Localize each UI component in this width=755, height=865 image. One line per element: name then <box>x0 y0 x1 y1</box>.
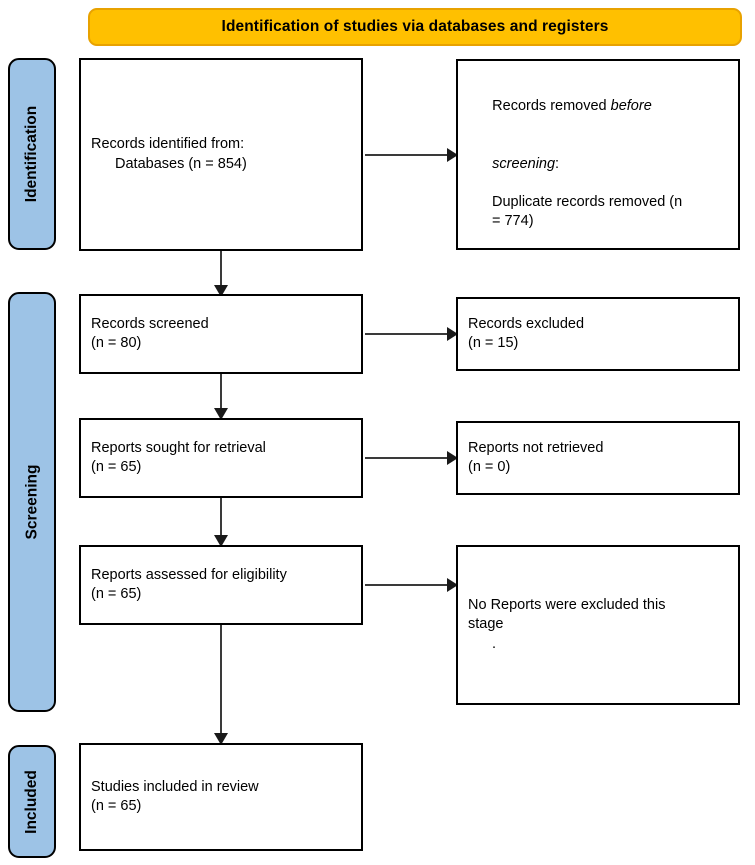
no-reports-excluded-line2: stage <box>468 616 504 633</box>
box-reports-not-retrieved: Reports not retrieved (n = 0) <box>456 421 740 495</box>
reports-not-retrieved-line1: Reports not retrieved <box>468 439 604 456</box>
box-studies-included: Studies included in review (n = 65) <box>79 743 363 851</box>
reports-sought-line2: (n = 65) <box>91 459 142 475</box>
arrow-assessed-to-included <box>206 623 236 745</box>
no-reports-excluded-line3: . <box>492 635 497 652</box>
box-records-excluded: Records excluded (n = 15) <box>456 297 740 371</box>
stage-label-included: Included <box>8 745 56 858</box>
records-removed-line1: Records removed before <box>468 78 728 135</box>
stage-label-identification: Identification <box>8 58 56 250</box>
arrow-identified-to-screened <box>206 249 236 297</box>
reports-sought-line1: Reports sought for retrieval <box>91 439 266 456</box>
arrow-screened-to-sought <box>206 372 236 420</box>
arrow-sought-to-not-retrieved <box>363 443 458 473</box>
box-no-reports-excluded: No Reports were excluded this stage . <box>456 545 740 705</box>
records-removed-line3: Duplicate records removed (n <box>492 193 683 210</box>
studies-included-line1: Studies included in review <box>91 778 259 795</box>
no-reports-excluded-line1: No Reports were excluded this <box>468 597 666 614</box>
box-records-removed: Records removed before screening: Duplic… <box>456 59 740 250</box>
stage-label-included-text: Included <box>23 769 41 834</box>
box-reports-assessed: Reports assessed for eligibility (n = 65… <box>79 545 363 625</box>
box-reports-sought: Reports sought for retrieval (n = 65) <box>79 418 363 498</box>
reports-assessed-line2: (n = 65) <box>91 586 142 602</box>
banner-identification-header: Identification of studies via databases … <box>88 8 742 46</box>
box-records-screened: Records screened (n = 80) <box>79 294 363 374</box>
stage-label-screening: Screening <box>8 292 56 712</box>
banner-title: Identification of studies via databases … <box>221 18 609 35</box>
records-removed-line2-post: : <box>555 155 560 172</box>
stage-label-screening-text: Screening <box>23 464 41 540</box>
records-removed-line1-emphasis: before <box>610 98 652 115</box>
records-removed-line2: screening: <box>468 135 728 192</box>
arrow-sought-to-assessed <box>206 496 236 547</box>
reports-assessed-line1: Reports assessed for eligibility <box>91 566 287 583</box>
records-removed-line1-pre: Records removed <box>492 98 611 115</box>
reports-not-retrieved-line2: (n = 0) <box>468 459 511 475</box>
records-excluded-line2: (n = 15) <box>468 335 519 351</box>
arrow-assessed-to-none-excluded <box>363 570 458 600</box>
records-identified-line1: Records identified from: <box>91 136 245 153</box>
records-removed-line4: = 774) <box>492 212 534 229</box>
arrow-identified-to-removed <box>363 140 458 170</box>
studies-included-line2: (n = 65) <box>91 798 142 814</box>
arrow-screened-to-excluded <box>363 319 458 349</box>
records-removed-line2-emphasis: screening <box>492 155 556 172</box>
records-screened-line1: Records screened <box>91 315 209 332</box>
box-records-identified: Records identified from: Databases (n = … <box>79 58 363 251</box>
stage-label-identification-text: Identification <box>23 105 41 203</box>
records-screened-line2: (n = 80) <box>91 335 142 351</box>
records-identified-line2: Databases (n = 854) <box>115 155 247 172</box>
records-excluded-line1: Records excluded <box>468 315 585 332</box>
